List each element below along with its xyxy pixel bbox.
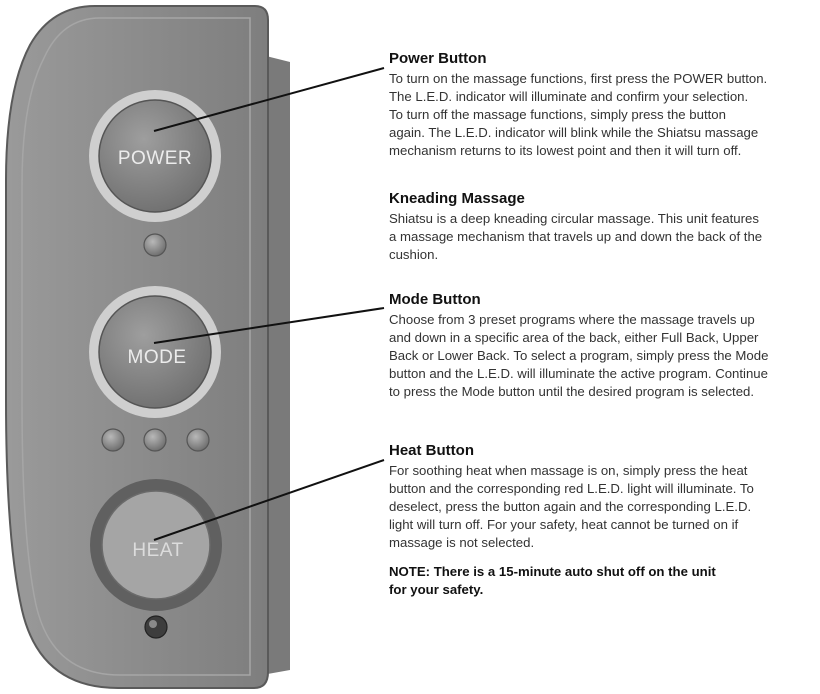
note-line: for your safety. — [389, 582, 484, 597]
body-line: button and the L.E.D. will illuminate th… — [389, 366, 768, 381]
heat-button[interactable]: HEAT — [90, 479, 222, 611]
section-title: Mode Button — [389, 291, 481, 308]
body-line: To turn on the massage functions, first … — [389, 71, 768, 86]
note-line: NOTE: There is a 15-minute auto shut off… — [389, 564, 716, 579]
body-line: deselect, press the button again and the… — [389, 499, 752, 514]
heat-button-label: HEAT — [132, 540, 183, 561]
mode-led-indicator-full-back — [101, 428, 125, 452]
body-line: Back or Lower Back. To select a program,… — [389, 348, 769, 363]
mode-callout-line — [153, 307, 385, 344]
body-line: To turn off the massage functions, simpl… — [389, 107, 726, 122]
body-line: The L.E.D. indicator will illuminate and… — [389, 89, 749, 104]
safety-note: NOTE: There is a 15-minute auto shut off… — [389, 563, 809, 599]
body-line: and down in a specific area of the back,… — [389, 330, 759, 345]
body-line: cushion. — [389, 247, 439, 262]
mode-led-indicator-lower-back — [186, 428, 210, 452]
body-line: For soothing heat when massage is on, si… — [389, 463, 748, 478]
section-body: To turn on the massage functions, first … — [389, 70, 819, 160]
section-body: Choose from 3 preset programs where the … — [389, 311, 819, 401]
mode-led-indicator-upper-back — [143, 428, 167, 452]
mode-button-section: Mode Button Choose from 3 preset program… — [389, 291, 819, 401]
mode-button-label: MODE — [128, 347, 187, 368]
heat-callout-line — [153, 459, 385, 541]
body-line: light will turn off. For your safety, he… — [389, 517, 739, 532]
body-line: a massage mechanism that travels up and … — [389, 229, 763, 244]
mode-button[interactable]: MODE — [89, 286, 221, 418]
body-line: again. The L.E.D. indicator will blink w… — [389, 125, 759, 140]
power-button-label: POWER — [118, 148, 192, 169]
kneading-massage-section: Kneading Massage Shiatsu is a deep knead… — [389, 190, 819, 264]
remote-control-illustration: POWER MODE HEAT — [5, 5, 290, 689]
section-title: Kneading Massage — [389, 190, 525, 207]
body-line: mechanism returns to its lowest point an… — [389, 143, 742, 158]
power-led-indicator — [143, 233, 167, 257]
power-callout-line — [153, 67, 385, 132]
power-button[interactable]: POWER — [89, 90, 221, 222]
section-body: Shiatsu is a deep kneading circular mass… — [389, 210, 819, 264]
body-line: Shiatsu is a deep kneading circular mass… — [389, 211, 759, 226]
body-line: Choose from 3 preset programs where the … — [389, 312, 755, 327]
section-title: Heat Button — [389, 442, 474, 459]
power-button-section: Power Button To turn on the massage func… — [389, 50, 819, 160]
body-line: massage is not selected. — [389, 535, 535, 550]
heat-button-section: Heat Button For soothing heat when massa… — [389, 442, 819, 552]
body-line: button and the corresponding red L.E.D. … — [389, 481, 754, 496]
section-title: Power Button — [389, 50, 487, 67]
body-line: to press the Mode button until the desir… — [389, 384, 755, 399]
section-body: For soothing heat when massage is on, si… — [389, 462, 819, 552]
